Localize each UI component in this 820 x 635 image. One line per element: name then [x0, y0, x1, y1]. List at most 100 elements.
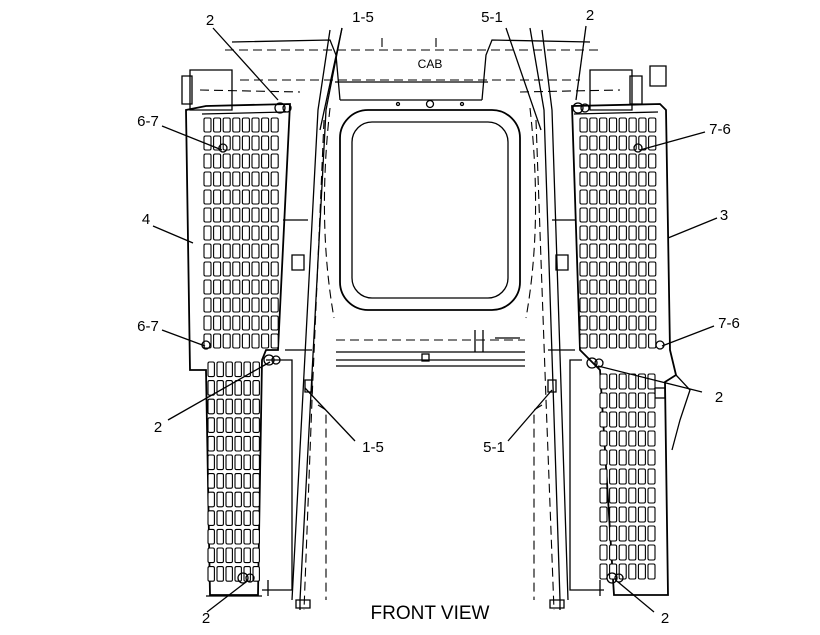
screen-slot	[241, 153, 250, 169]
screen-slot	[241, 315, 250, 331]
screen-slot	[599, 117, 608, 133]
screen-slot	[618, 373, 627, 390]
screen-slot	[648, 333, 657, 349]
screen-slot	[251, 207, 260, 223]
screen-slot	[638, 315, 647, 331]
screen-slot	[589, 171, 598, 187]
leader-c13	[304, 387, 356, 442]
screen-slot	[638, 225, 647, 241]
screen-slot	[252, 547, 260, 564]
screen-slot	[618, 225, 627, 241]
screen-slot	[216, 547, 224, 564]
screen-slot	[648, 207, 657, 223]
screen-slot	[241, 279, 250, 295]
screen-slot	[234, 528, 242, 545]
screen-slot	[618, 207, 627, 223]
screen-slot	[648, 261, 657, 277]
screen-slot	[608, 207, 618, 223]
screen-slot	[599, 449, 608, 466]
screen-slot	[232, 171, 241, 187]
screen-slot	[618, 243, 627, 259]
screen-slot	[225, 435, 233, 452]
screen-slot	[599, 243, 608, 259]
screen-slot	[203, 117, 212, 133]
screen-slot	[609, 373, 618, 390]
screen-slot	[216, 398, 224, 415]
screen-slot	[216, 361, 224, 378]
leader-c3	[505, 27, 542, 131]
screen-slot	[638, 243, 647, 259]
screen-slot	[579, 279, 588, 295]
screen-slot	[608, 261, 618, 277]
screen-slot	[608, 315, 618, 331]
screen-slot	[270, 153, 279, 169]
screen-slot	[234, 417, 242, 433]
leader-c6	[639, 131, 706, 151]
screen-slot	[647, 525, 656, 542]
screen-slot	[234, 491, 242, 508]
screen-slot	[213, 279, 222, 295]
screen-slot	[608, 333, 618, 349]
callout-label: 2	[586, 7, 594, 24]
leader-c14	[507, 389, 553, 442]
screen-slot	[609, 487, 618, 504]
screen-slot	[216, 473, 224, 489]
screen-slot	[232, 135, 241, 151]
screen-slot	[637, 487, 646, 504]
screen-slot	[637, 430, 646, 447]
screen-slot	[243, 417, 251, 433]
leader-c9	[161, 329, 206, 347]
leader-c5	[161, 125, 223, 151]
screen-slot	[618, 392, 627, 409]
screen-slot	[637, 411, 646, 428]
screen-slot	[241, 117, 250, 133]
screen-slot	[618, 468, 627, 485]
callout-label: 1-5	[352, 9, 374, 26]
screen-slot	[232, 207, 241, 223]
screen-slot	[637, 449, 646, 466]
screen-slot	[628, 279, 637, 295]
screen-slot	[234, 510, 242, 526]
screen-slot	[647, 487, 656, 504]
screen-slot	[609, 430, 618, 447]
screen-slot	[648, 279, 657, 295]
screen-slot	[637, 392, 646, 409]
screen-slot	[599, 430, 608, 447]
screen-slot	[618, 525, 627, 542]
leader-c4	[575, 25, 587, 101]
screen-slot	[216, 528, 224, 545]
screen-slot	[222, 297, 231, 313]
screen-slot	[579, 117, 588, 133]
screen-slot	[618, 487, 627, 504]
screen-slot	[203, 225, 212, 241]
screen-slot	[222, 225, 231, 241]
screen-slot	[618, 333, 627, 349]
callout-label: 2	[202, 610, 210, 627]
screen-slot	[579, 207, 588, 223]
screen-slot	[647, 430, 656, 447]
screen-slot	[589, 279, 598, 295]
screen-slot	[207, 380, 215, 396]
screen-slot	[243, 473, 251, 489]
screen-slot	[243, 528, 251, 545]
screen-slot	[599, 225, 608, 241]
screen-slot	[261, 189, 270, 205]
screen-slot	[599, 392, 608, 409]
screen-slot	[216, 491, 224, 508]
screen-slot	[251, 189, 260, 205]
screen-slot	[270, 189, 279, 205]
screen-slot	[270, 297, 279, 313]
screen-slot	[232, 153, 241, 169]
screen-slot	[213, 243, 222, 259]
screen-slot	[618, 544, 627, 561]
screen-slot	[213, 333, 222, 349]
screen-slot	[243, 435, 251, 452]
screen-slot	[207, 473, 215, 489]
screen-slot	[628, 189, 637, 205]
screen-slot	[609, 506, 618, 523]
screen-slot	[270, 117, 279, 133]
cab-structure	[181, 38, 667, 111]
right-screen-slot-grid	[579, 117, 657, 580]
screen-slot	[579, 153, 588, 169]
